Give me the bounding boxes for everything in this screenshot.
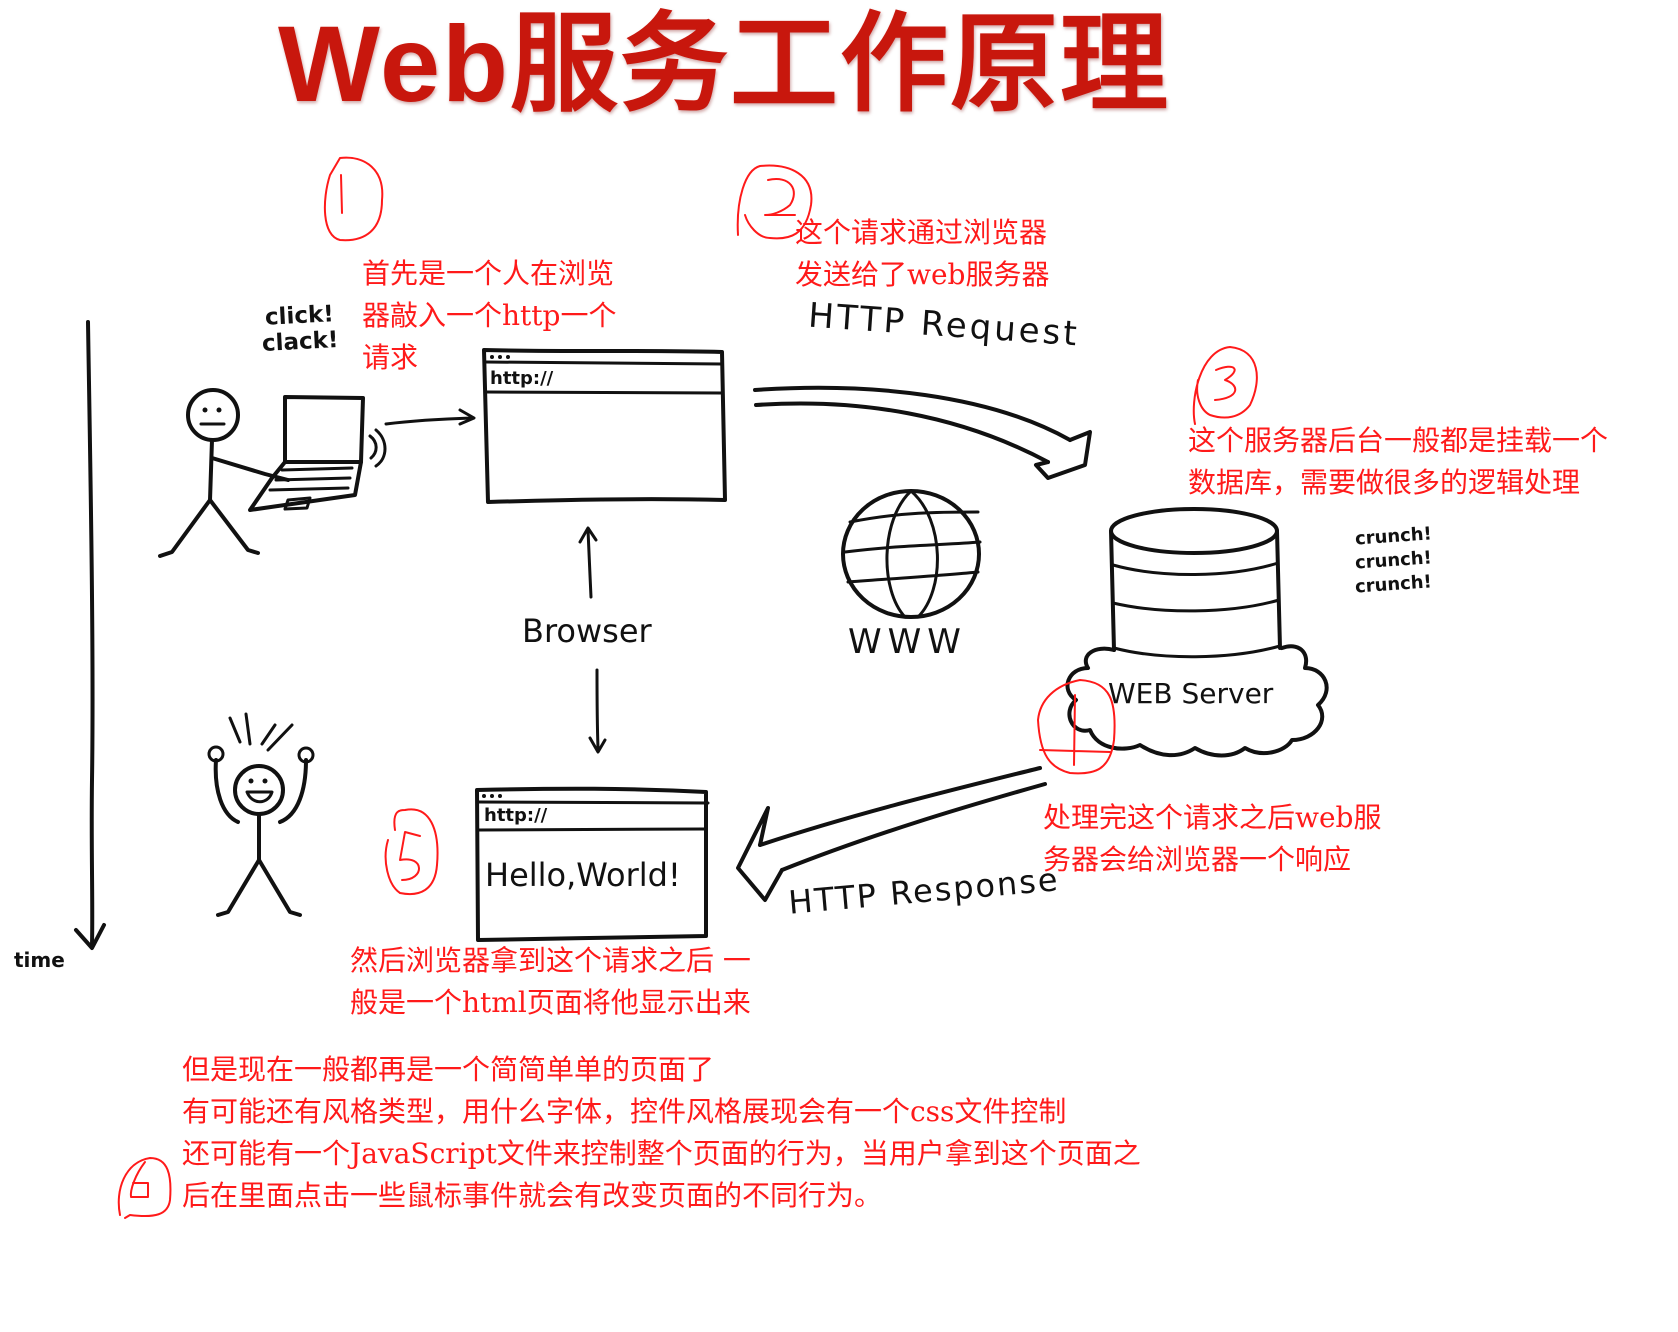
www-label: WWW [848,622,967,662]
globe-www-icon [841,489,982,619]
step-3-line: 数据库，需要做很多的逻辑处理 [1188,466,1581,499]
step-3-line: 这个服务器后台一般都是挂载一个 [1188,424,1609,457]
person-with-laptop-icon [158,388,387,558]
arrow-to-browser-icon [384,408,476,426]
step-1-line: 首先是一个人在浏览 [362,257,615,290]
happy-person-icon [207,712,315,917]
step-1-line: 请求 [362,341,419,374]
step-6-line: 后在里面点击一些鼠标事件就会有改变页面的不同行为。 [182,1179,883,1212]
step-6-note: 但是现在一般都再是一个简简单单的页面了 有可能还有风格类型，用什么字体，控件风格… [182,1049,1141,1217]
step-2-line: 这个请求通过浏览器 [795,216,1048,249]
step-1-note: 首先是一个人在浏览 器敲入一个http一个 请求 [362,253,616,379]
step-1-circle-icon [323,156,384,242]
browser-url-label: http:// [490,368,554,389]
database-icon [1109,507,1282,659]
step-5-note: 然后浏览器拿到这个请求之后 一 般是一个html页面将他显示出来 [350,940,751,1024]
step-4-note: 处理完这个请求之后web服 务器会给浏览器一个响应 [1043,797,1381,881]
step-3-circle-icon [1192,346,1258,425]
step-4-line: 处理完这个请求之后web服 [1043,801,1382,834]
hello-world-label: Hello,World! [485,856,681,894]
step-5-line: 然后浏览器拿到这个请求之后 一 [350,944,751,977]
clack-label: clack! [261,327,340,357]
browser-label-arrows-icon [578,526,607,754]
response-browser-window-icon [475,786,710,942]
web-server-cloud-icon [1065,644,1329,758]
click-label: click! [264,301,335,331]
step-3-note: 这个服务器后台一般都是挂载一个 数据库，需要做很多的逻辑处理 [1188,420,1608,504]
step-2-line: 发送给了web服务器 [795,258,1050,291]
response-url-label: http:// [484,805,548,826]
step-5-circle-icon [384,808,439,895]
step-2-circle-icon [736,164,813,240]
step-5-line: 般是一个html页面将他显示出来 [350,986,751,1019]
browser-label: Browser [522,612,652,650]
http-request-arrow-icon [753,385,1092,480]
http-response-arrow-icon [736,766,1047,902]
step-6-line: 还可能有一个JavaScript文件来控制整个页面的行为，当用户拿到这个页面之 [182,1137,1141,1170]
timeline-arrow-icon [74,320,106,950]
step-6-circle-icon [117,1157,172,1219]
web-server-label: WEB Server [1108,677,1274,710]
browser-window-icon [482,348,727,504]
step-6-line: 但是现在一般都再是一个简简单单的页面了 [182,1053,715,1086]
time-label: time [14,948,65,972]
step-4-line: 务器会给浏览器一个响应 [1043,843,1352,876]
step-1-line: 器敲入一个http一个 [362,299,617,332]
step-4-circle-icon [1037,679,1116,775]
diagram-title: Web服务工作原理 [278,3,1171,124]
step-2-note: 这个请求通过浏览器 发送给了web服务器 [795,212,1049,296]
step-6-line: 有可能还有风格类型，用什么字体，控件风格展现会有一个css文件控制 [182,1095,1067,1128]
